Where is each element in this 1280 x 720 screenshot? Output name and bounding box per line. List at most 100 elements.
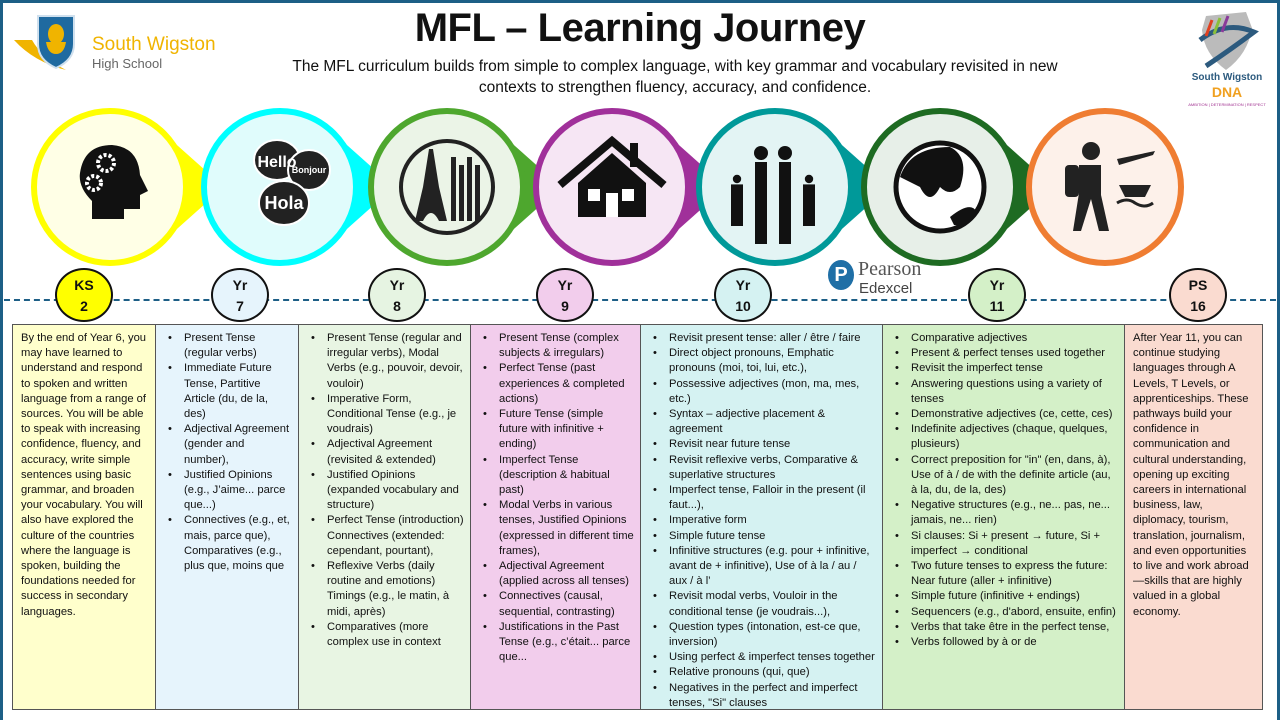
topic-item: Indefinite adjectives (chaque, quelques,…	[889, 422, 1118, 452]
column-yr7: Present Tense (regular verbs)Immediate F…	[155, 324, 299, 710]
globe-icon	[893, 140, 987, 234]
badge-label-top: KS	[74, 277, 94, 293]
topic-item: Comparatives (more complex use in contex…	[305, 620, 464, 650]
topic-item: Revisit near future tense	[647, 437, 876, 452]
speech-bubble-text: Hello	[257, 154, 296, 171]
topic-item: Perfect Tense (past experiences & comple…	[477, 361, 634, 407]
topic-item: Justified Opinions (expanded vocabulary …	[305, 468, 464, 514]
topic-item: Imperative form	[647, 513, 876, 528]
stage-ks2	[31, 108, 224, 266]
exam-board-logo: P Pearson Edexcel	[828, 258, 928, 298]
topic-item: Justified Opinions (e.g., J’aime... parc…	[162, 468, 292, 514]
topic-item: Imperfect Tense (description & habitual …	[477, 453, 634, 499]
speech-bubble-text: Hola	[264, 193, 304, 213]
topic-item: Justifications in the Past Tense (e.g., …	[477, 620, 634, 666]
column-ps16: After Year 11, you can continue studying…	[1124, 324, 1263, 710]
badge-label-top: Yr	[232, 277, 248, 293]
stage-badge-yr10: Yr 10	[714, 268, 772, 322]
stage-badge-ps16: PS 16	[1169, 268, 1227, 322]
column-paragraph: After Year 11, you can continue studying…	[1133, 332, 1249, 618]
topic-item: Present Tense (complex subjects & irregu…	[477, 331, 634, 361]
exam-board-name: Pearson	[858, 258, 922, 280]
topic-item: Negative structures (e.g., ne... pas, ne…	[889, 498, 1118, 528]
topic-item: Simple future tense	[647, 529, 876, 544]
school-logo: South Wigston High School	[14, 14, 234, 71]
topic-item: Modal Verbs in various tenses, Justified…	[477, 498, 634, 559]
topic-list: Comparative adjectivesPresent & perfect …	[889, 331, 1118, 650]
topic-item: Present & perfect tenses used together	[889, 346, 1118, 361]
badge-label-top: PS	[1188, 277, 1208, 293]
column-yr10: Revisit present tense: aller / être / fa…	[640, 324, 883, 710]
timeline-dashed-line	[4, 299, 1276, 301]
badge-label-bottom: 7	[236, 298, 244, 314]
topic-item: Relative pronouns (qui, que)	[647, 665, 876, 680]
topic-list: Present Tense (regular verbs)Immediate F…	[162, 331, 292, 574]
topic-item: Simple future (infinitive + endings)	[889, 589, 1118, 604]
topic-item: Syntax – adjective placement & agreement	[647, 407, 876, 437]
stage-yr8	[368, 108, 561, 266]
badge-label-bottom: 16	[1190, 298, 1206, 314]
stage-badge-yr8: Yr 8	[368, 268, 426, 322]
topic-item: Possessive adjectives (mon, ma, mes, etc…	[647, 377, 876, 407]
traveller-icon	[1065, 142, 1155, 231]
topic-item: Adjectival Agreement (revisited & extend…	[305, 437, 464, 467]
house-icon	[557, 135, 667, 217]
topic-item: Si clauses: Si + present → future, Si + …	[889, 529, 1118, 559]
stage-circle	[368, 108, 526, 266]
topic-item: Present Tense (regular verbs)	[162, 331, 292, 361]
topic-item: Revisit reflexive verbs, Comparative & s…	[647, 453, 876, 483]
stage-yr11	[861, 108, 1054, 266]
badge-label-top: Yr	[989, 277, 1005, 293]
badge-label-bottom: 11	[989, 298, 1005, 314]
topic-item: Question types (intonation, est-ce que, …	[647, 620, 876, 650]
badge-label-top: Yr	[389, 277, 405, 293]
topic-item: Adjectival Agreement (applied across all…	[477, 559, 634, 589]
topic-item: Revisit modal verbs, Vouloir in the cond…	[647, 589, 876, 619]
dna-logo-tagline: AMBITION | DETERMINATION | RESPECT	[1188, 102, 1266, 107]
topic-item: Two future tenses to express the future:…	[889, 559, 1118, 589]
school-crest-icon	[14, 15, 75, 70]
badge-label-bottom: 2	[80, 298, 88, 314]
column-yr8: Present Tense (regular and irregular ver…	[298, 324, 471, 710]
topic-item: Verbs followed by à or de	[889, 635, 1118, 650]
topic-item: Using perfect & imperfect tenses togethe…	[647, 650, 876, 665]
topic-list: Revisit present tense: aller / être / fa…	[647, 331, 876, 711]
stage-ps16	[1026, 108, 1184, 266]
dna-logo-line2: DNA	[1211, 84, 1243, 100]
topic-item: Present Tense (regular and irregular ver…	[305, 331, 464, 392]
stage-badge-yr11: Yr 11	[968, 268, 1026, 322]
landmarks-icon	[399, 139, 495, 235]
page-subtitle: The MFL curriculum builds from simple to…	[292, 58, 1058, 96]
column-yr9: Present Tense (complex subjects & irregu…	[470, 324, 641, 710]
topic-list: Present Tense (complex subjects & irregu…	[477, 331, 634, 665]
page-title: MFL – Learning Journey	[414, 6, 866, 50]
stage-circle	[1026, 108, 1184, 266]
topic-item: Revisit the imperfect tense	[889, 361, 1118, 376]
topic-item: Perfect Tense (introduction) Connectives…	[305, 513, 464, 559]
stage-circle	[696, 108, 854, 266]
topic-item: Answering questions using a variety of t…	[889, 377, 1118, 407]
column-yr11: Comparative adjectivesPresent & perfect …	[882, 324, 1125, 710]
head-gears-icon	[79, 145, 148, 219]
badge-label-bottom: 9	[561, 298, 569, 314]
badge-label-bottom: 8	[393, 298, 401, 314]
dna-logo: South Wigston DNA AMBITION | DETERMINATI…	[1186, 10, 1268, 110]
topic-item: Future Tense (simple future with infinit…	[477, 407, 634, 453]
topic-item: Verbs that take être in the perfect tens…	[889, 620, 1118, 635]
topic-item: Direct object pronouns, Emphatic pronoun…	[647, 346, 876, 376]
topic-item: Correct preposition for "in" (en, dans, …	[889, 453, 1118, 499]
stage-badge-ks2: KS 2	[55, 268, 113, 322]
topic-item: Reflexive Verbs (daily routine and emoti…	[305, 559, 464, 620]
dna-shield-icon	[1198, 12, 1259, 70]
column-ks2: By the end of Year 6, you may have learn…	[12, 324, 156, 710]
badge-label-bottom: 10	[735, 298, 751, 314]
school-name: South Wigston	[92, 34, 216, 55]
topic-list: Present Tense (regular and irregular ver…	[305, 331, 464, 650]
stage-yr9	[533, 108, 726, 266]
dna-logo-line1: South Wigston	[1191, 72, 1263, 83]
family-icon	[731, 146, 815, 244]
topic-item: Connectives (causal, sequential, contras…	[477, 589, 634, 619]
badge-label-top: Yr	[735, 277, 751, 293]
